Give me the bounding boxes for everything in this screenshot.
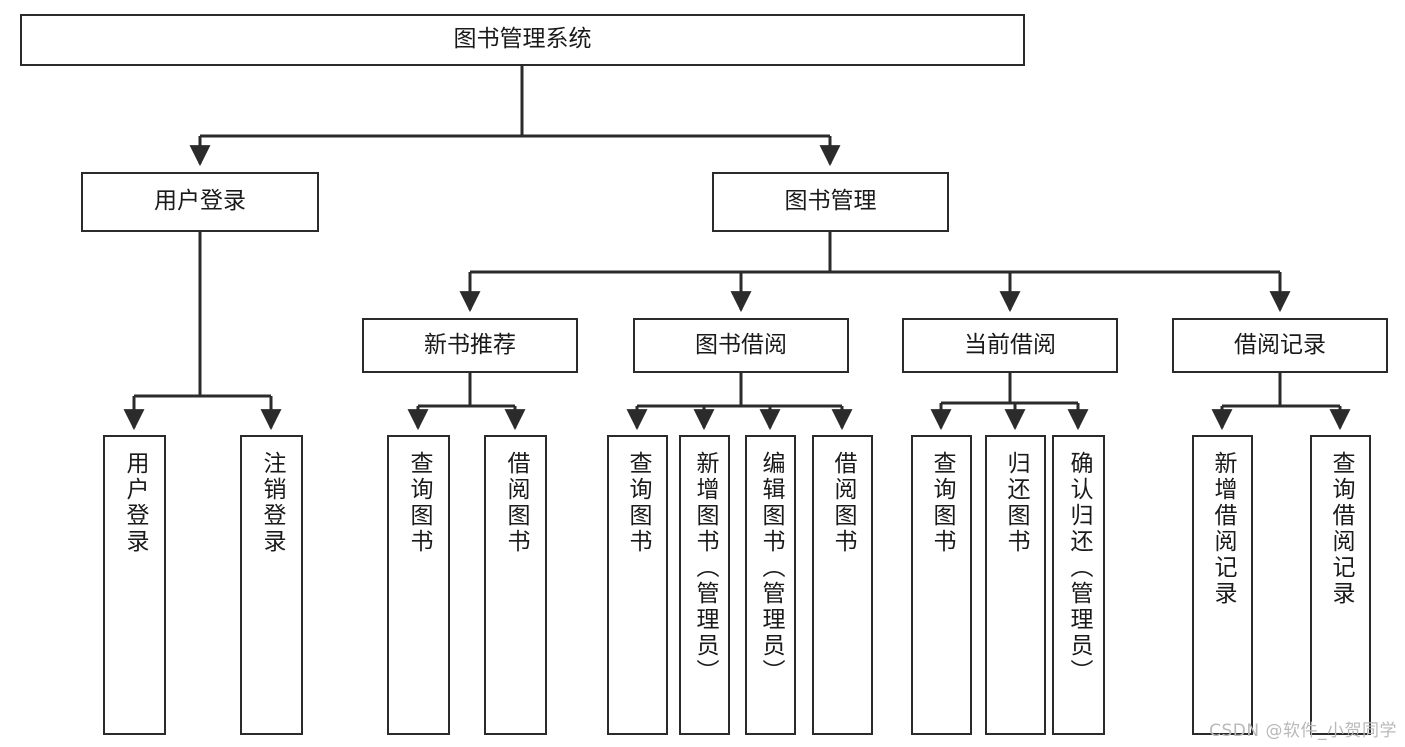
leaf-edit-book-admin-label: 编辑图书（管理员） <box>758 451 784 685</box>
node-user-login[interactable]: 用户登录 <box>81 172 319 232</box>
node-book-borrow[interactable]: 图书借阅 <box>633 318 849 373</box>
node-current-borrow-label: 当前借阅 <box>964 331 1056 358</box>
leaf-borrow-book-recommend-label: 借阅图书 <box>503 451 529 555</box>
leaf-logout[interactable]: 注销登录 <box>240 435 303 735</box>
leaf-query-book-current-label: 查询图书 <box>929 451 955 555</box>
leaf-add-borrow-record-label: 新增借阅记录 <box>1210 451 1236 607</box>
leaf-borrow-book-label: 借阅图书 <box>830 451 856 555</box>
leaf-add-book-admin[interactable]: 新增图书（管理员） <box>679 435 730 735</box>
leaf-query-book-recommend[interactable]: 查询图书 <box>387 435 450 735</box>
node-book-borrow-label: 图书借阅 <box>695 331 787 358</box>
node-book-manage-label: 图书管理 <box>784 188 877 215</box>
leaf-query-borrow-record-label: 查询借阅记录 <box>1328 451 1354 607</box>
node-root[interactable]: 图书管理系统 <box>20 14 1025 66</box>
leaf-confirm-return-admin[interactable]: 确认归还（管理员） <box>1052 435 1105 735</box>
node-book-manage[interactable]: 图书管理 <box>712 172 949 232</box>
leaf-add-book-admin-label: 新增图书（管理员） <box>692 451 718 685</box>
node-borrow-record[interactable]: 借阅记录 <box>1172 318 1388 373</box>
leaf-confirm-return-admin-label: 确认归还（管理员） <box>1066 451 1092 685</box>
leaf-edit-book-admin[interactable]: 编辑图书（管理员） <box>745 435 796 735</box>
node-new-book-recommend[interactable]: 新书推荐 <box>362 318 578 373</box>
leaf-query-book-recommend-label: 查询图书 <box>406 451 432 555</box>
watermark: CSDN @软件_小贺同学 <box>1209 721 1397 741</box>
node-user-login-label: 用户登录 <box>154 188 246 215</box>
leaf-add-borrow-record[interactable]: 新增借阅记录 <box>1192 435 1253 735</box>
leaf-return-book-label: 归还图书 <box>1003 451 1029 555</box>
node-current-borrow[interactable]: 当前借阅 <box>902 318 1118 373</box>
node-root-label: 图书管理系统 <box>453 26 592 53</box>
leaf-user-login[interactable]: 用户登录 <box>103 435 166 735</box>
node-new-book-recommend-label: 新书推荐 <box>424 331 516 358</box>
leaf-query-book-borrow[interactable]: 查询图书 <box>607 435 668 735</box>
leaf-logout-label: 注销登录 <box>259 451 285 555</box>
node-borrow-record-label: 借阅记录 <box>1234 331 1326 358</box>
leaf-return-book[interactable]: 归还图书 <box>985 435 1046 735</box>
leaf-borrow-book[interactable]: 借阅图书 <box>812 435 873 735</box>
leaf-query-book-borrow-label: 查询图书 <box>625 451 651 555</box>
leaf-query-book-current[interactable]: 查询图书 <box>911 435 972 735</box>
leaf-user-login-label: 用户登录 <box>122 451 148 555</box>
leaf-borrow-book-recommend[interactable]: 借阅图书 <box>484 435 547 735</box>
leaf-query-borrow-record[interactable]: 查询借阅记录 <box>1310 435 1371 735</box>
